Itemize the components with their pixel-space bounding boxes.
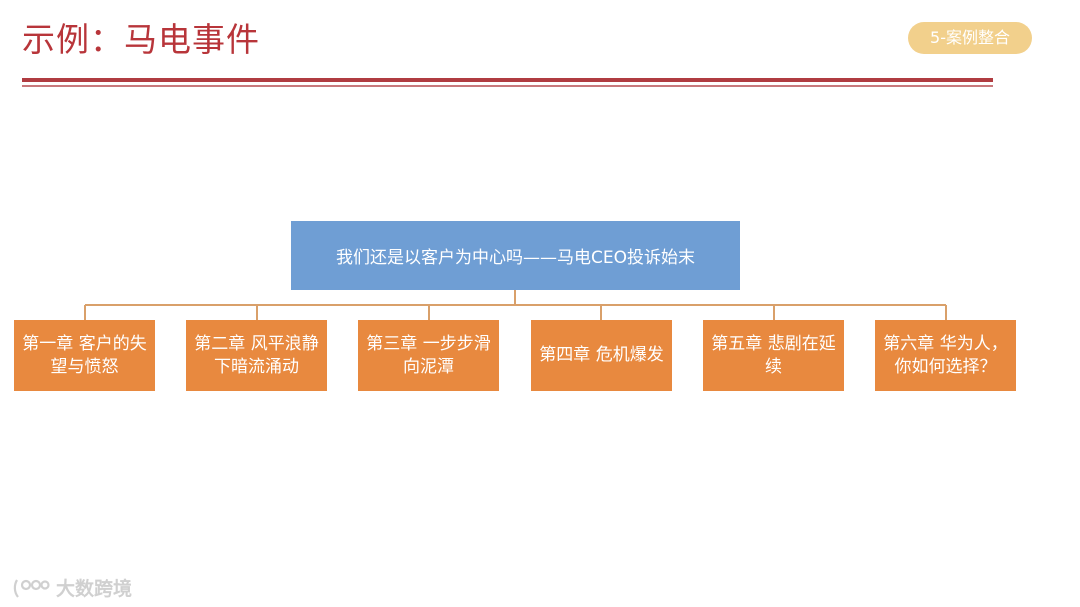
- diagram-child-node-5: 第五章 悲剧在延续: [703, 320, 844, 391]
- watermark-text: 大数跨境: [56, 578, 133, 600]
- child-node-label: 第一章 客户的失望与愤怒: [22, 333, 147, 377]
- section-badge: 5-案例整合: [908, 22, 1032, 54]
- child-node-label: 第二章 风平浪静下暗流涌动: [194, 333, 319, 377]
- header-rule-thick: [22, 78, 993, 82]
- slide-title: 示例：马电事件: [22, 20, 260, 59]
- child-node-label: 第四章 危机爆发: [539, 345, 664, 365]
- header-rule-thin: [22, 85, 993, 87]
- child-node-label: 第三章 一步步滑向泥潭: [366, 333, 491, 377]
- diagram-child-node-3: 第三章 一步步滑向泥潭: [358, 320, 499, 391]
- child-node-label: 第六章 华为人，你如何选择？: [883, 333, 1008, 377]
- child-node-label: 第五章 悲剧在延续: [711, 333, 836, 377]
- watermark: 大数跨境: [12, 574, 132, 601]
- diagram-root-node: 我们还是以客户为中心吗——马电CEO投诉始末: [291, 221, 740, 290]
- diagram-child-node-1: 第一章 客户的失望与愤怒: [14, 320, 155, 391]
- diagram-child-node-4: 第四章 危机爆发: [531, 320, 672, 391]
- diagram-child-node-6: 第六章 华为人，你如何选择？: [875, 320, 1016, 391]
- diagram-child-node-2: 第二章 风平浪静下暗流涌动: [186, 320, 327, 391]
- watermark-logo-icon: [13, 578, 50, 598]
